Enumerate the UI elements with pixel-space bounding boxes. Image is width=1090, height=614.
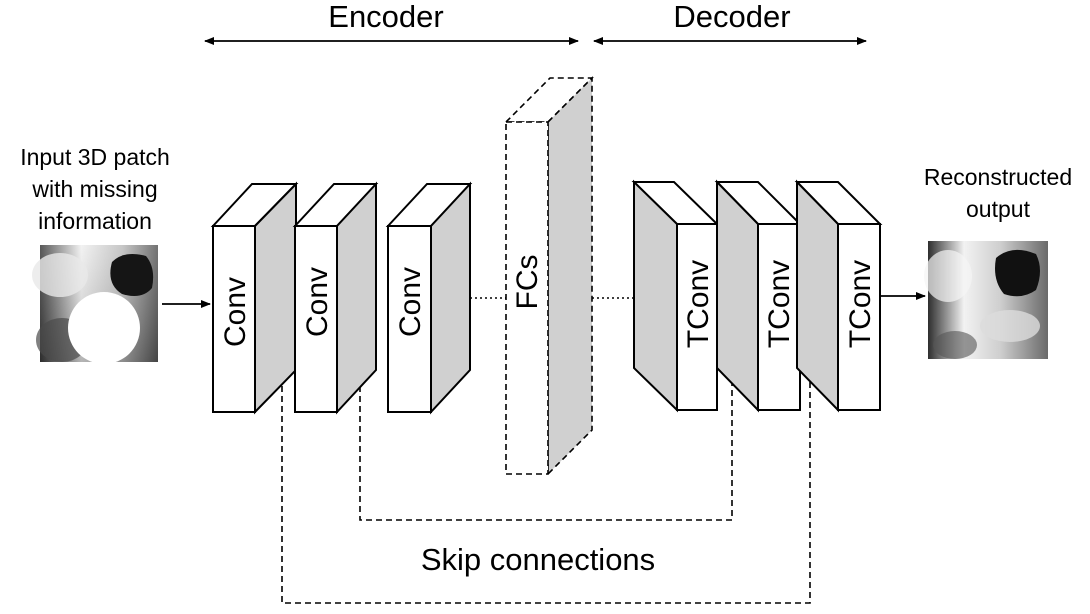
tconv-1-label: TConv [682,260,715,348]
conv-block-1: Conv [210,181,299,415]
conv-1-label: Conv [219,277,252,347]
tconv-block-3: TConv [794,179,883,413]
conv-3-label: Conv [394,267,427,337]
conv-block-3: Conv [385,181,473,415]
output-caption-line-2: output [966,196,1031,222]
fc-block: FCs [504,76,594,476]
input-patch-image [32,245,158,364]
output-caption-line-1: Reconstructed [924,164,1072,190]
output-caption: Reconstructed output [924,164,1072,222]
skip-connections-label: Skip connections [421,542,655,577]
missing-region-mask [68,292,140,364]
encoder-label: Encoder [328,0,443,34]
conv-2-label: Conv [301,267,334,337]
tconv-block-2: TConv [714,179,803,413]
input-caption: Input 3D patch with missing information [20,144,170,234]
tconv-3-label: TConv [844,260,877,348]
fc-label: FCs [511,255,544,310]
skip-connection-outer [281,296,811,604]
tconv-2-label: TConv [763,260,796,348]
tconv-block-1: TConv [631,179,720,413]
decoder-label: Decoder [673,0,790,34]
output-patch-image [924,241,1048,359]
skip-connection-inner [359,296,733,521]
input-caption-line-2: with missing [31,176,157,202]
input-caption-line-1: Input 3D patch [20,144,170,170]
input-caption-line-3: information [38,208,152,234]
conv-block-2: Conv [292,181,379,415]
